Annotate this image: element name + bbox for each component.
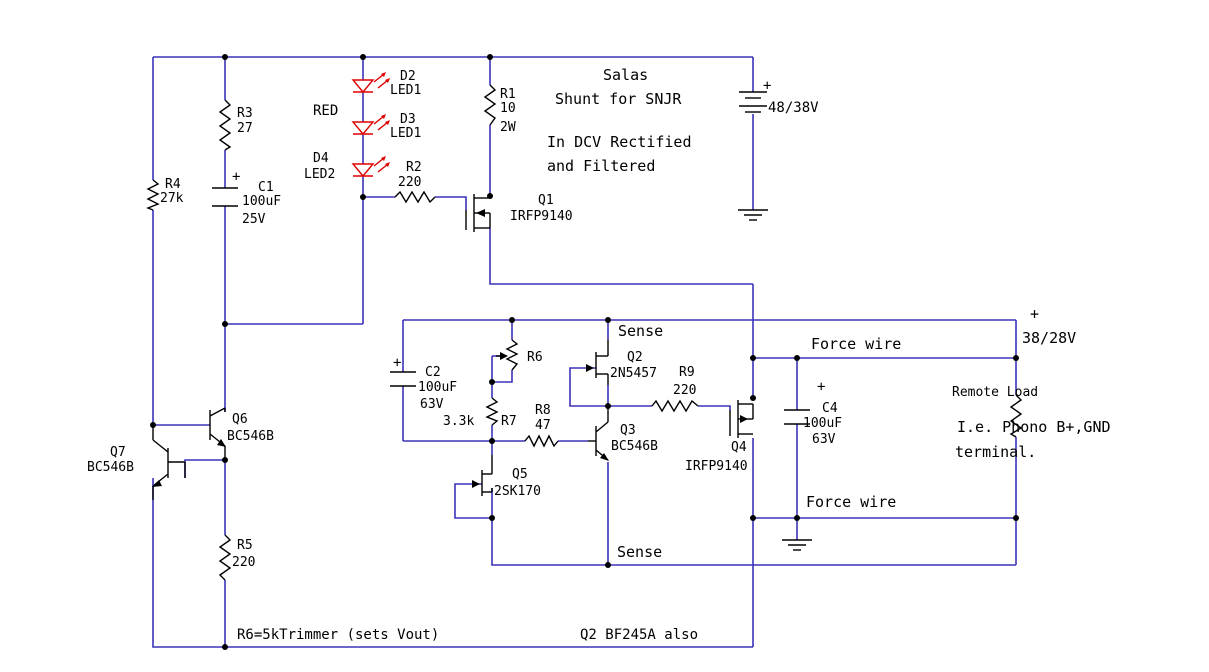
- bjt-q3: [588, 406, 609, 461]
- q5-type: 2SK170: [494, 484, 541, 499]
- r1-value: 10: [500, 101, 516, 116]
- sense-bottom-label: Sense: [617, 543, 662, 561]
- bjt-q6: [209, 407, 226, 460]
- r8-name: R8: [535, 403, 551, 418]
- jfet-q5: [472, 455, 493, 496]
- r5-name: R5: [237, 538, 253, 553]
- d3-type: LED1: [390, 126, 421, 141]
- resistor-r7: [485, 397, 499, 426]
- q1-name: Q1: [538, 193, 554, 208]
- resistor-r2: [394, 190, 436, 204]
- q5-name: Q5: [512, 467, 528, 482]
- r6-name: R6: [527, 350, 543, 365]
- led-d2: [351, 72, 390, 94]
- title-line2: Shunt for SNJR: [555, 90, 682, 108]
- c4-name: C4: [822, 401, 838, 416]
- q6-name: Q6: [232, 412, 248, 427]
- text-labels: Salas Shunt for SNJR In DCV Rectified an…: [87, 66, 1111, 643]
- remote-load-label: Remote Load: [952, 385, 1038, 400]
- q6-type: BC546B: [227, 429, 274, 444]
- jfet-q2: [586, 340, 609, 385]
- c4-voltage: 63V: [812, 432, 836, 447]
- r6-trimmer-note: R6=5kTrimmer (sets Vout): [237, 627, 439, 643]
- capacitor-c4: [784, 409, 810, 425]
- force-wire-bottom-label: Force wire: [806, 493, 896, 511]
- potentiometer-r6: [496, 339, 519, 371]
- output-voltage: 38/28V: [1022, 329, 1076, 347]
- load-description-line1: I.e. Phono B+,GND: [957, 418, 1111, 436]
- battery-voltage: 48/38V: [768, 100, 819, 116]
- resistor-r8: [524, 434, 559, 448]
- r7-name: R7: [501, 414, 517, 429]
- r4-name: R4: [165, 177, 181, 192]
- c2-name: C2: [425, 365, 441, 380]
- r5-value: 220: [232, 555, 255, 570]
- q4-type: IRFP9140: [685, 459, 748, 474]
- d3-name: D3: [400, 112, 416, 127]
- q1-type: IRFP9140: [510, 209, 573, 224]
- output-plus: +: [1030, 305, 1039, 323]
- r2-value: 220: [398, 175, 421, 190]
- note-line2: and Filtered: [547, 157, 655, 175]
- q7-name: Q7: [110, 445, 126, 460]
- c1-name: C1: [258, 180, 274, 195]
- c4-value: 100uF: [803, 416, 842, 431]
- d2-name: D2: [400, 69, 416, 84]
- force-wire-top-label: Force wire: [811, 335, 901, 353]
- r3-value: 27: [237, 121, 253, 136]
- r1-name: R1: [500, 87, 516, 102]
- resistor-r4: [146, 179, 160, 211]
- r1-power: 2W: [500, 120, 516, 135]
- resistor-r5: [218, 534, 232, 581]
- title-line1: Salas: [603, 66, 648, 84]
- c4-plus: +: [817, 379, 825, 395]
- mosfet-q1: [465, 194, 491, 232]
- red-label: RED: [313, 103, 338, 119]
- c1-voltage: 25V: [242, 212, 266, 227]
- q3-name: Q3: [620, 423, 636, 438]
- remote-load-resistor: [1009, 394, 1023, 438]
- q3-type: BC546B: [611, 439, 658, 454]
- r8-value: 47: [535, 418, 551, 433]
- c2-plus: +: [393, 355, 401, 371]
- d4-name: D4: [313, 151, 329, 166]
- resistor-r1: [483, 84, 497, 126]
- c1-value: 100uF: [242, 194, 281, 209]
- battery-plus: +: [763, 78, 771, 94]
- load-description-line2: terminal.: [955, 443, 1036, 461]
- r9-value: 220: [673, 383, 696, 398]
- c2-voltage: 63V: [420, 397, 444, 412]
- capacitor-c2: [390, 371, 416, 387]
- c2-value: 100uF: [418, 380, 457, 395]
- resistor-r3: [218, 99, 232, 151]
- d2-type: LED1: [390, 83, 421, 98]
- r9-name: R9: [679, 365, 695, 380]
- ground-symbol-c4: [782, 539, 812, 551]
- led-d4: [351, 156, 390, 178]
- q2-alternative-note: Q2 BF245A also: [580, 627, 698, 643]
- bjt-q7: [152, 425, 186, 500]
- r3-name: R3: [237, 106, 253, 121]
- q7-type: BC546B: [87, 460, 134, 475]
- capacitor-c1: [212, 187, 238, 207]
- sense-top-label: Sense: [618, 322, 663, 340]
- c1-plus: +: [232, 169, 240, 185]
- ground-symbol-battery: [738, 209, 768, 221]
- r7-value: 3.3k: [443, 414, 474, 429]
- q4-name: Q4: [731, 440, 747, 455]
- mosfet-q4: [729, 400, 754, 438]
- battery-symbol: [739, 91, 767, 113]
- q2-name: Q2: [627, 350, 643, 365]
- d4-type: LED2: [304, 167, 335, 182]
- note-line1: In DCV Rectified: [547, 133, 692, 151]
- led-d3: [351, 114, 390, 136]
- resistor-r9: [651, 399, 699, 413]
- r4-value: 27k: [160, 191, 184, 206]
- wires: [152, 56, 1017, 648]
- q2-type: 2N5457: [610, 366, 657, 381]
- r2-name: R2: [406, 160, 422, 175]
